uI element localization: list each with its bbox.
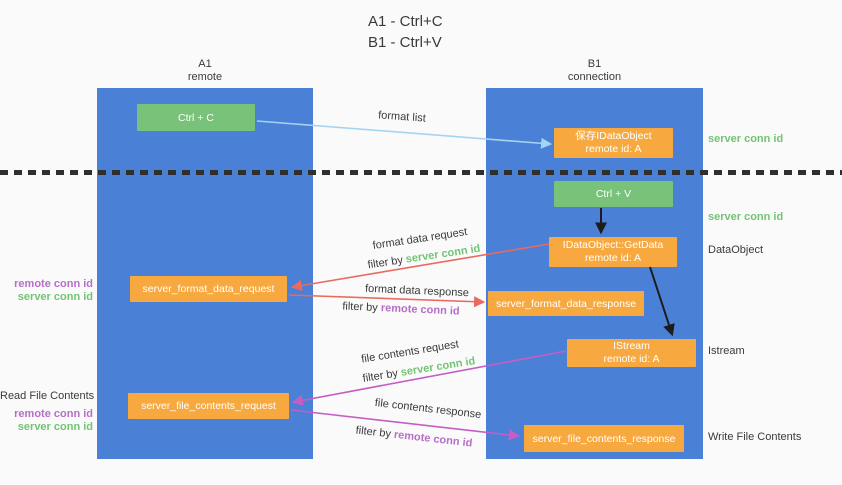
node-ctrl-c-label: Ctrl + C xyxy=(178,111,214,124)
left-label-server-conn-id-top: server conn id xyxy=(17,291,93,303)
label-format-list: format list xyxy=(377,109,427,125)
title-line-a1: A1 - Ctrl+C xyxy=(368,13,443,30)
left-label-server-conn-id-bottom: server conn id xyxy=(17,421,93,433)
filter-by-text: filter by xyxy=(355,424,395,441)
node-idataobject-getdata: IDataObject::GetData remote id: A xyxy=(549,237,677,267)
right-label-server-conn-id-mid: server conn id xyxy=(708,211,784,223)
right-label-server-conn-id-top: server conn id xyxy=(708,133,784,145)
title-line-b1: B1 - Ctrl+V xyxy=(368,34,442,51)
node-istream-line1: IStream xyxy=(613,340,650,352)
node-istream: IStream remote id: A xyxy=(567,339,696,367)
column-header-a1: A1 remote xyxy=(97,58,313,84)
node-save-idataobject-line1: 保存IDataObject xyxy=(575,130,652,142)
filter-by-text: filter by xyxy=(361,366,402,385)
node-save-idataobject-line2: remote id: A xyxy=(585,143,642,155)
node-ctrl-c: Ctrl + C xyxy=(137,104,255,131)
label-format-data-response: format data response xyxy=(364,282,470,300)
right-label-write-file-contents: Write File Contents xyxy=(708,431,802,443)
node-save-idataobject: 保存IDataObject remote id: A xyxy=(554,128,673,158)
node-istream-line2: remote id: A xyxy=(603,353,660,365)
right-label-dataobject: DataObject xyxy=(708,244,764,256)
label-filter-by-remote-conn-id-2: filter by remote conn id xyxy=(355,424,473,449)
node-server-format-data-response-label: server_format_data_response xyxy=(495,297,637,310)
left-label-remote-conn-id-top: remote conn id xyxy=(14,278,93,290)
left-conn-id-block-bottom: remote conn id server conn id xyxy=(0,408,93,434)
remote-conn-id-text: remote conn id xyxy=(393,428,473,450)
node-getdata-line1: IDataObject::GetData xyxy=(562,239,664,251)
column-b1-id: B1 xyxy=(587,58,602,70)
node-server-file-contents-request-label: server_file_contents_request xyxy=(141,400,276,412)
node-server-format-data-request-label: server_format_data_request xyxy=(142,283,275,295)
server-conn-id-text: server conn id xyxy=(399,355,477,379)
node-server-format-data-response: server_format_data_response xyxy=(488,291,644,316)
node-server-file-contents-response: server_file_contents_response xyxy=(524,425,684,452)
column-b1-role: connection xyxy=(567,71,622,83)
diagram-title: A1 - Ctrl+C B1 - Ctrl+V xyxy=(368,11,443,53)
node-ctrl-v-label: Ctrl + V xyxy=(595,188,632,200)
node-server-file-contents-request: server_file_contents_request xyxy=(128,393,289,419)
node-server-file-contents-response-label: server_file_contents_response xyxy=(532,432,676,445)
column-header-b1: B1 connection xyxy=(486,58,703,84)
filter-by-text: filter by xyxy=(366,253,407,272)
left-conn-id-block-top: remote conn id server conn id xyxy=(0,278,93,304)
filter-by-text: filter by xyxy=(342,300,382,315)
label-filter-by-remote-conn-id-1: filter by remote conn id xyxy=(342,300,460,317)
server-conn-id-text: server conn id xyxy=(404,242,482,266)
node-ctrl-v: Ctrl + V xyxy=(554,181,673,207)
left-label-read-file-contents: Read File Contents xyxy=(0,390,95,402)
dashed-separator xyxy=(0,170,842,175)
node-getdata-line2: remote id: A xyxy=(584,252,642,264)
left-label-remote-conn-id-bottom: remote conn id xyxy=(14,408,93,420)
remote-conn-id-text: remote conn id xyxy=(380,302,460,318)
node-server-format-data-request: server_format_data_request xyxy=(130,276,287,302)
label-file-contents-response: file contents response xyxy=(374,396,482,422)
right-label-istream: Istream xyxy=(708,345,745,357)
column-a1-id: A1 xyxy=(198,58,212,70)
column-a1-role: remote xyxy=(187,71,223,83)
